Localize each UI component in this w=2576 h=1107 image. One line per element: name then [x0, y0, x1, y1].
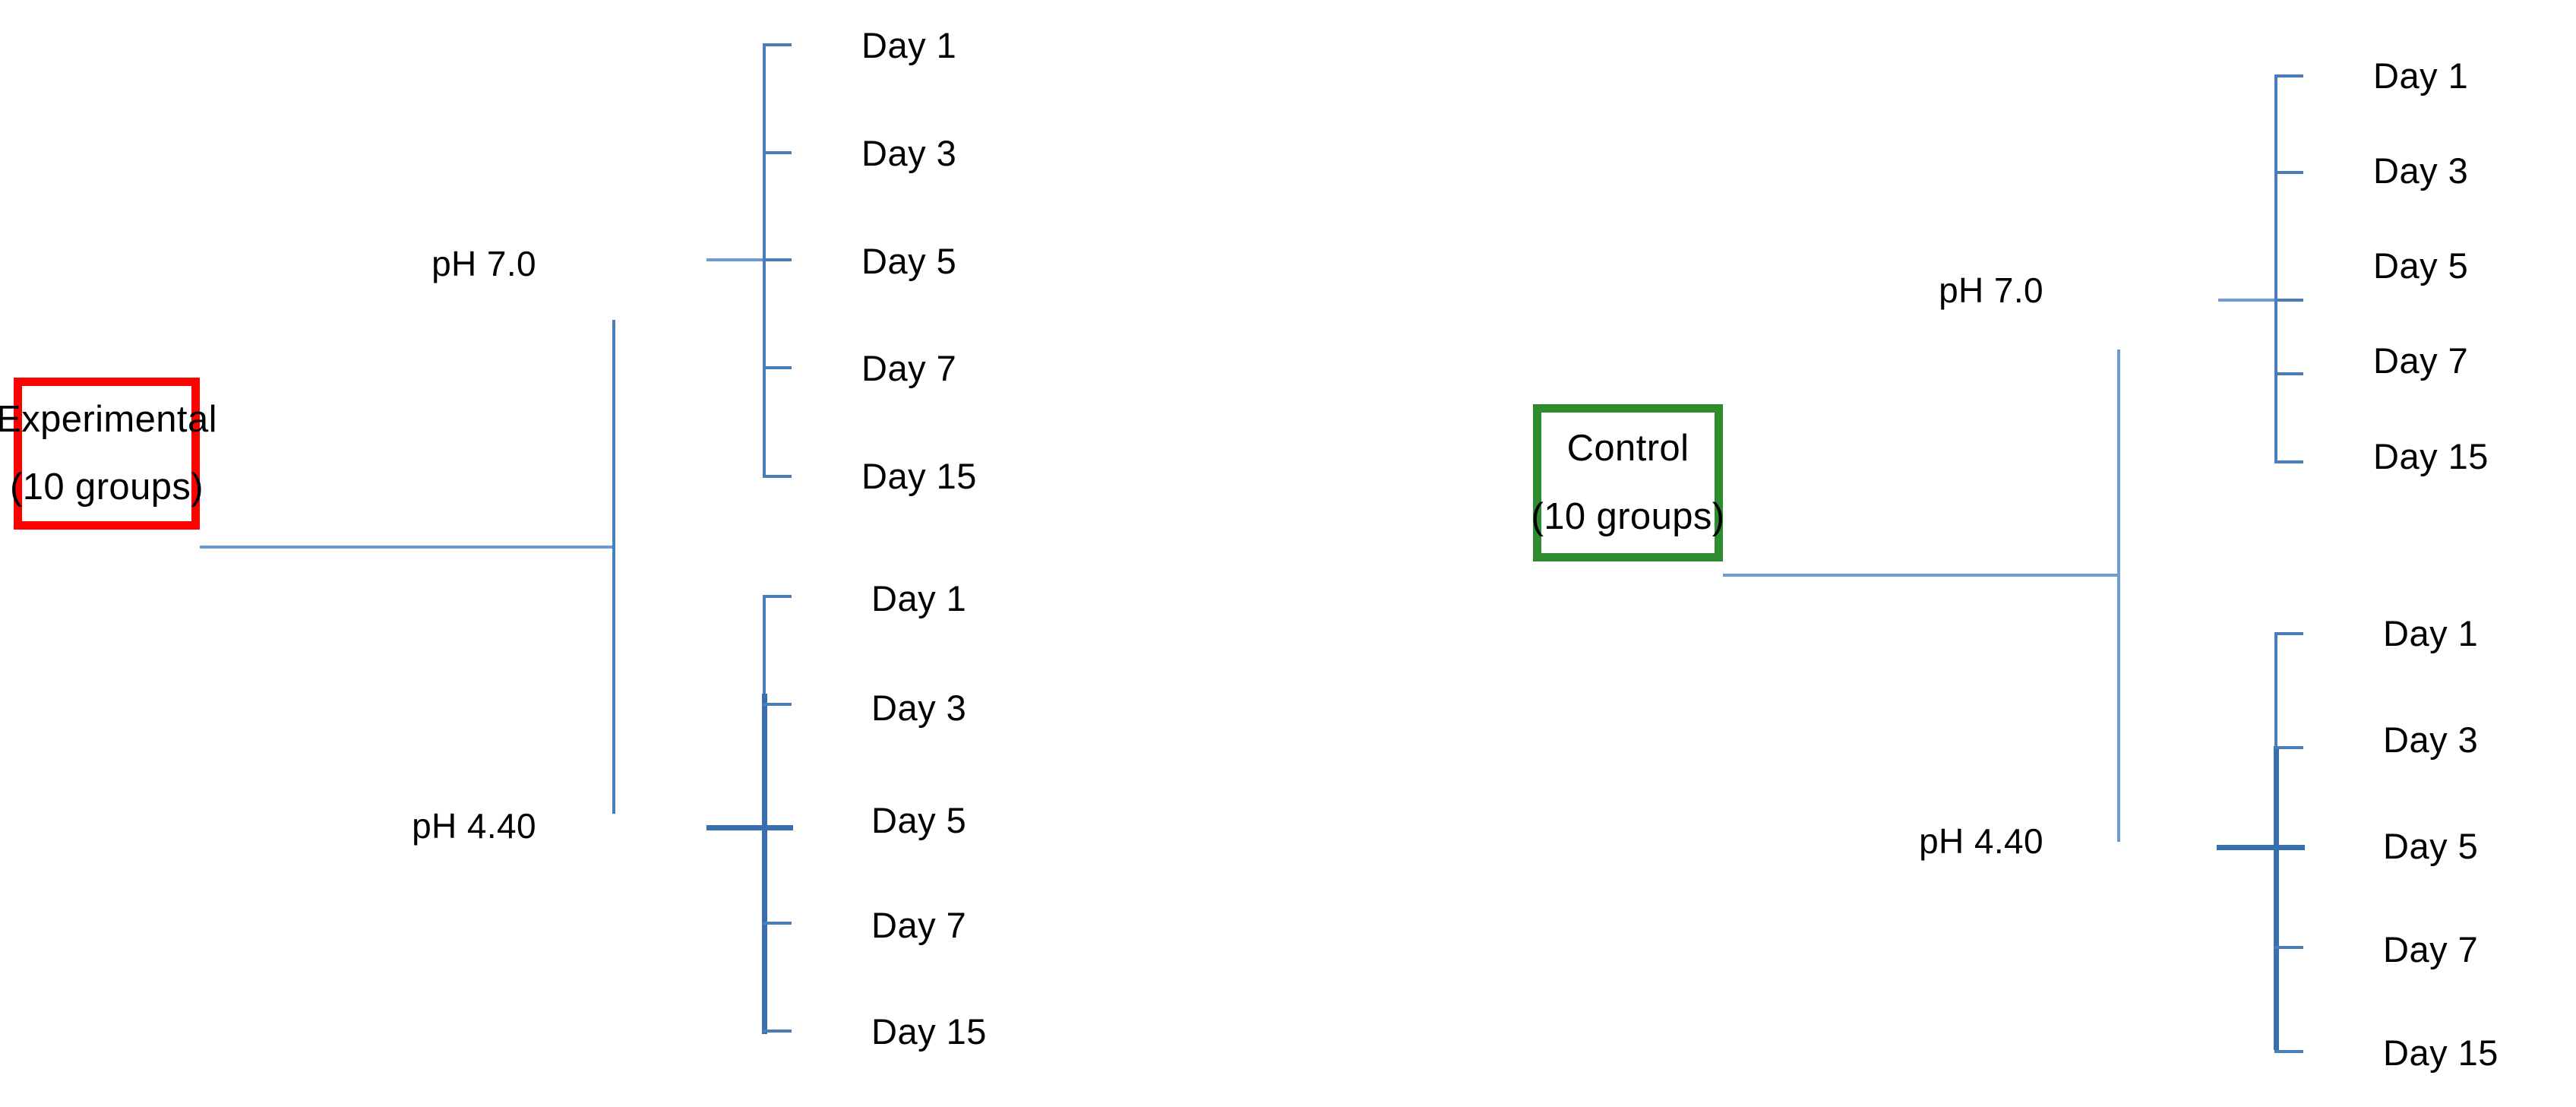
bracket-tick-control-ph440-day5 [2271, 845, 2305, 850]
bracket-spine-experimental-ph440-a [763, 595, 766, 694]
timepoint-experimental-ph440-4: Day 15 [871, 1011, 987, 1052]
group-subtitle-experimental: (10 groups) [10, 467, 204, 508]
group-box-experimental[interactable]: Experimental (10 groups) [0, 378, 217, 530]
group-title-experimental: Experimental [0, 398, 217, 440]
ph-label-control-ph440: pH 4.40 [1919, 821, 2043, 861]
timepoint-experimental-ph70-4: Day 15 [861, 456, 977, 496]
timepoint-experimental-ph440-3: Day 7 [871, 905, 967, 945]
ph-label-control-ph70: pH 7.0 [1939, 270, 2043, 310]
bracket-spine-control-ph440-a [2274, 632, 2277, 746]
connector-experimental-ph70-stub [706, 258, 766, 261]
timepoint-control-ph70-3: Day 7 [2373, 340, 2469, 381]
bracket-tick-control-ph70-day15 [2274, 460, 2303, 463]
bracket-tick-experimental-ph440-day1 [763, 595, 792, 598]
ph-label-experimental-ph70: pH 7.0 [431, 244, 536, 283]
timepoint-control-ph70-2: Day 5 [2373, 245, 2469, 286]
bracket-tick-experimental-ph440-day5 [760, 825, 793, 830]
group-subtitle-control: (10 groups) [1531, 495, 1725, 537]
timepoint-experimental-ph70-0: Day 1 [861, 25, 957, 65]
bracket-tick-control-ph70-day1 [2274, 74, 2303, 77]
bracket-tick-experimental-ph70-day15 [763, 475, 792, 478]
bracket-tick-experimental-ph70-day5 [763, 258, 792, 261]
ph-label-experimental-ph440: pH 4.40 [412, 806, 536, 846]
bracket-tick-control-ph440-day15 [2274, 1050, 2303, 1053]
bracket-tick-experimental-ph70-day7 [763, 366, 792, 369]
timepoint-control-ph440-3: Day 7 [2383, 929, 2479, 969]
connector-control-ph70-stub [2218, 299, 2277, 302]
timepoint-control-ph440-1: Day 3 [2383, 720, 2479, 760]
bracket-tick-experimental-ph440-day15 [763, 1030, 792, 1033]
group-title-control: Control [1566, 428, 1689, 470]
bracket-spine-experimental-ph440-b [762, 694, 767, 1034]
bracket-tick-control-ph70-day3 [2274, 171, 2303, 174]
bracket-spine-control-ph440-b [2274, 746, 2279, 1050]
timepoint-control-ph440-4: Day 15 [2383, 1033, 2499, 1073]
timepoint-control-ph70-1: Day 3 [2373, 150, 2469, 191]
connector-experimental-trunk [200, 546, 614, 549]
timepoint-experimental-ph440-0: Day 1 [871, 578, 967, 618]
timepoint-experimental-ph70-3: Day 7 [861, 348, 957, 388]
timepoint-experimental-ph70-2: Day 5 [861, 241, 957, 281]
bracket-spine-control-ph70 [2274, 74, 2277, 460]
bracket-tick-control-ph440-day7 [2274, 946, 2303, 949]
timepoint-control-ph70-4: Day 15 [2373, 436, 2489, 476]
timepoint-experimental-ph70-1: Day 3 [861, 133, 957, 173]
timepoint-control-ph70-0: Day 1 [2373, 55, 2469, 96]
connector-control-split-spine [2117, 349, 2120, 842]
timepoint-control-ph440-0: Day 1 [2383, 613, 2479, 653]
bracket-tick-experimental-ph70-day3 [763, 151, 792, 154]
bracket-tick-control-ph440-day1 [2274, 632, 2303, 635]
bracket-tick-experimental-ph440-day7 [763, 922, 792, 925]
timepoint-experimental-ph440-2: Day 5 [871, 800, 967, 840]
bracket-tick-control-ph70-day7 [2274, 372, 2303, 375]
connector-control-trunk [1723, 574, 2119, 577]
bracket-tick-experimental-ph440-day3 [763, 703, 792, 706]
timepoint-experimental-ph440-1: Day 3 [871, 688, 967, 728]
connector-experimental-split-spine [612, 320, 615, 814]
timepoint-control-ph440-2: Day 5 [2383, 826, 2479, 866]
bracket-tick-control-ph440-day3 [2274, 746, 2303, 749]
connector-control-ph440-stub [2217, 845, 2277, 850]
connector-experimental-ph440-stub [706, 825, 766, 830]
bracket-tick-experimental-ph70-day1 [763, 43, 792, 46]
group-box-control[interactable]: Control (10 groups) [1531, 404, 1725, 561]
bracket-tick-control-ph70-day5 [2274, 299, 2303, 302]
